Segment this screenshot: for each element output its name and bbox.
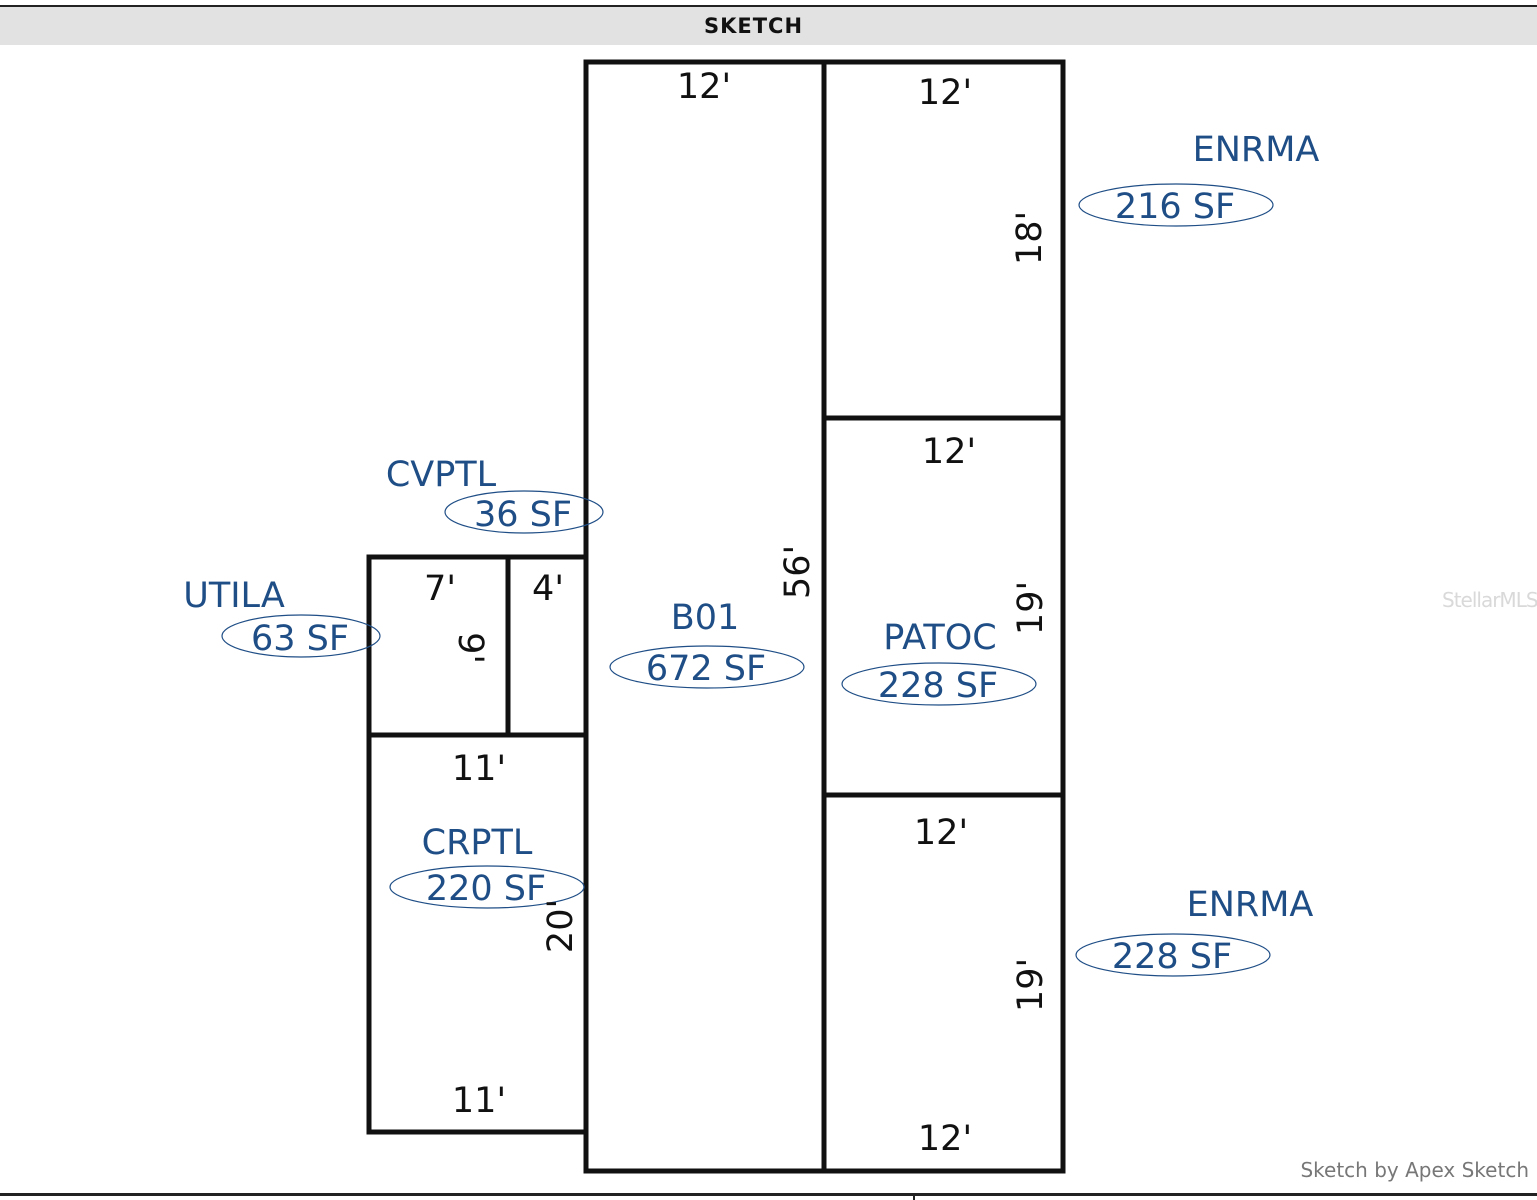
- top-border: [0, 5, 1537, 7]
- dim-utila-top: 7': [424, 569, 456, 609]
- dimension-labels: 12' 12' 12' 12' 12' 7' 4' 11' 11' 18' 56…: [424, 67, 1051, 1159]
- room-enrma-bottom-outline: [821, 792, 1066, 1174]
- room-crptl-outline: [366, 732, 589, 1135]
- header-bar: SKETCH: [0, 7, 1537, 45]
- dim-cvptl-top: 4': [532, 569, 564, 609]
- patoc-area: 228 SF: [878, 666, 998, 706]
- dim-enrma-top-side: 18': [1010, 211, 1050, 265]
- b01-area: 672 SF: [646, 649, 766, 689]
- utila-area: 63 SF: [251, 619, 349, 659]
- bottom-border: [0, 1193, 1537, 1196]
- area-labels: ENRMA 216 SF CVPTL 36 SF UTILA 63 SF B01…: [183, 130, 1319, 977]
- enrma-bottom-area: 228 SF: [1112, 937, 1232, 977]
- dim-crptl-top: 11': [452, 749, 506, 789]
- crptl-area: 220 SF: [426, 869, 546, 909]
- dim-enrma-bottom-top: 12': [914, 813, 968, 853]
- bottom-tick: [913, 1193, 915, 1200]
- walls: [366, 59, 1066, 1174]
- oval-crptl: [389, 865, 585, 909]
- cvptl-code: CVPTL: [386, 455, 497, 495]
- utila-code: UTILA: [183, 576, 285, 616]
- enrma-top-area: 216 SF: [1115, 187, 1235, 227]
- patoc-code: PATOC: [883, 618, 996, 658]
- enrma-top-code: ENRMA: [1193, 130, 1320, 170]
- dim-b01-side: 56': [778, 545, 818, 599]
- oval-enrma-bottom: [1075, 933, 1271, 977]
- dim-b01-top: 12': [677, 67, 731, 107]
- dim-patoc-top: 12': [922, 432, 976, 472]
- oval-cvptl: [444, 490, 604, 534]
- crptl-code: CRPTL: [422, 823, 533, 863]
- oval-enrma-top: [1078, 183, 1274, 227]
- enrma-bottom-code: ENRMA: [1187, 885, 1314, 925]
- credit-text: Sketch by Apex Sketch: [1300, 1158, 1529, 1182]
- dim-patoc-side: 19': [1011, 581, 1051, 635]
- dim-crptl-bottom: 11': [452, 1081, 506, 1121]
- cvptl-area: 36 SF: [474, 495, 572, 535]
- watermark: StellarMLS: [1442, 588, 1537, 612]
- dim-enrma-bottom-side: 19': [1011, 958, 1051, 1012]
- oval-patoc: [841, 662, 1037, 706]
- oval-b01: [609, 645, 805, 689]
- dim-enrma-bottom-bottom: 12': [918, 1119, 972, 1159]
- header-title: SKETCH: [703, 14, 804, 38]
- dim-utila-side: 9': [450, 632, 490, 664]
- dim-crptl-side: 20': [541, 899, 581, 953]
- dim-enrma-top-top: 12': [918, 73, 972, 113]
- b01-code: B01: [671, 598, 740, 638]
- area-ovals: [221, 183, 1274, 977]
- oval-utila: [221, 614, 381, 658]
